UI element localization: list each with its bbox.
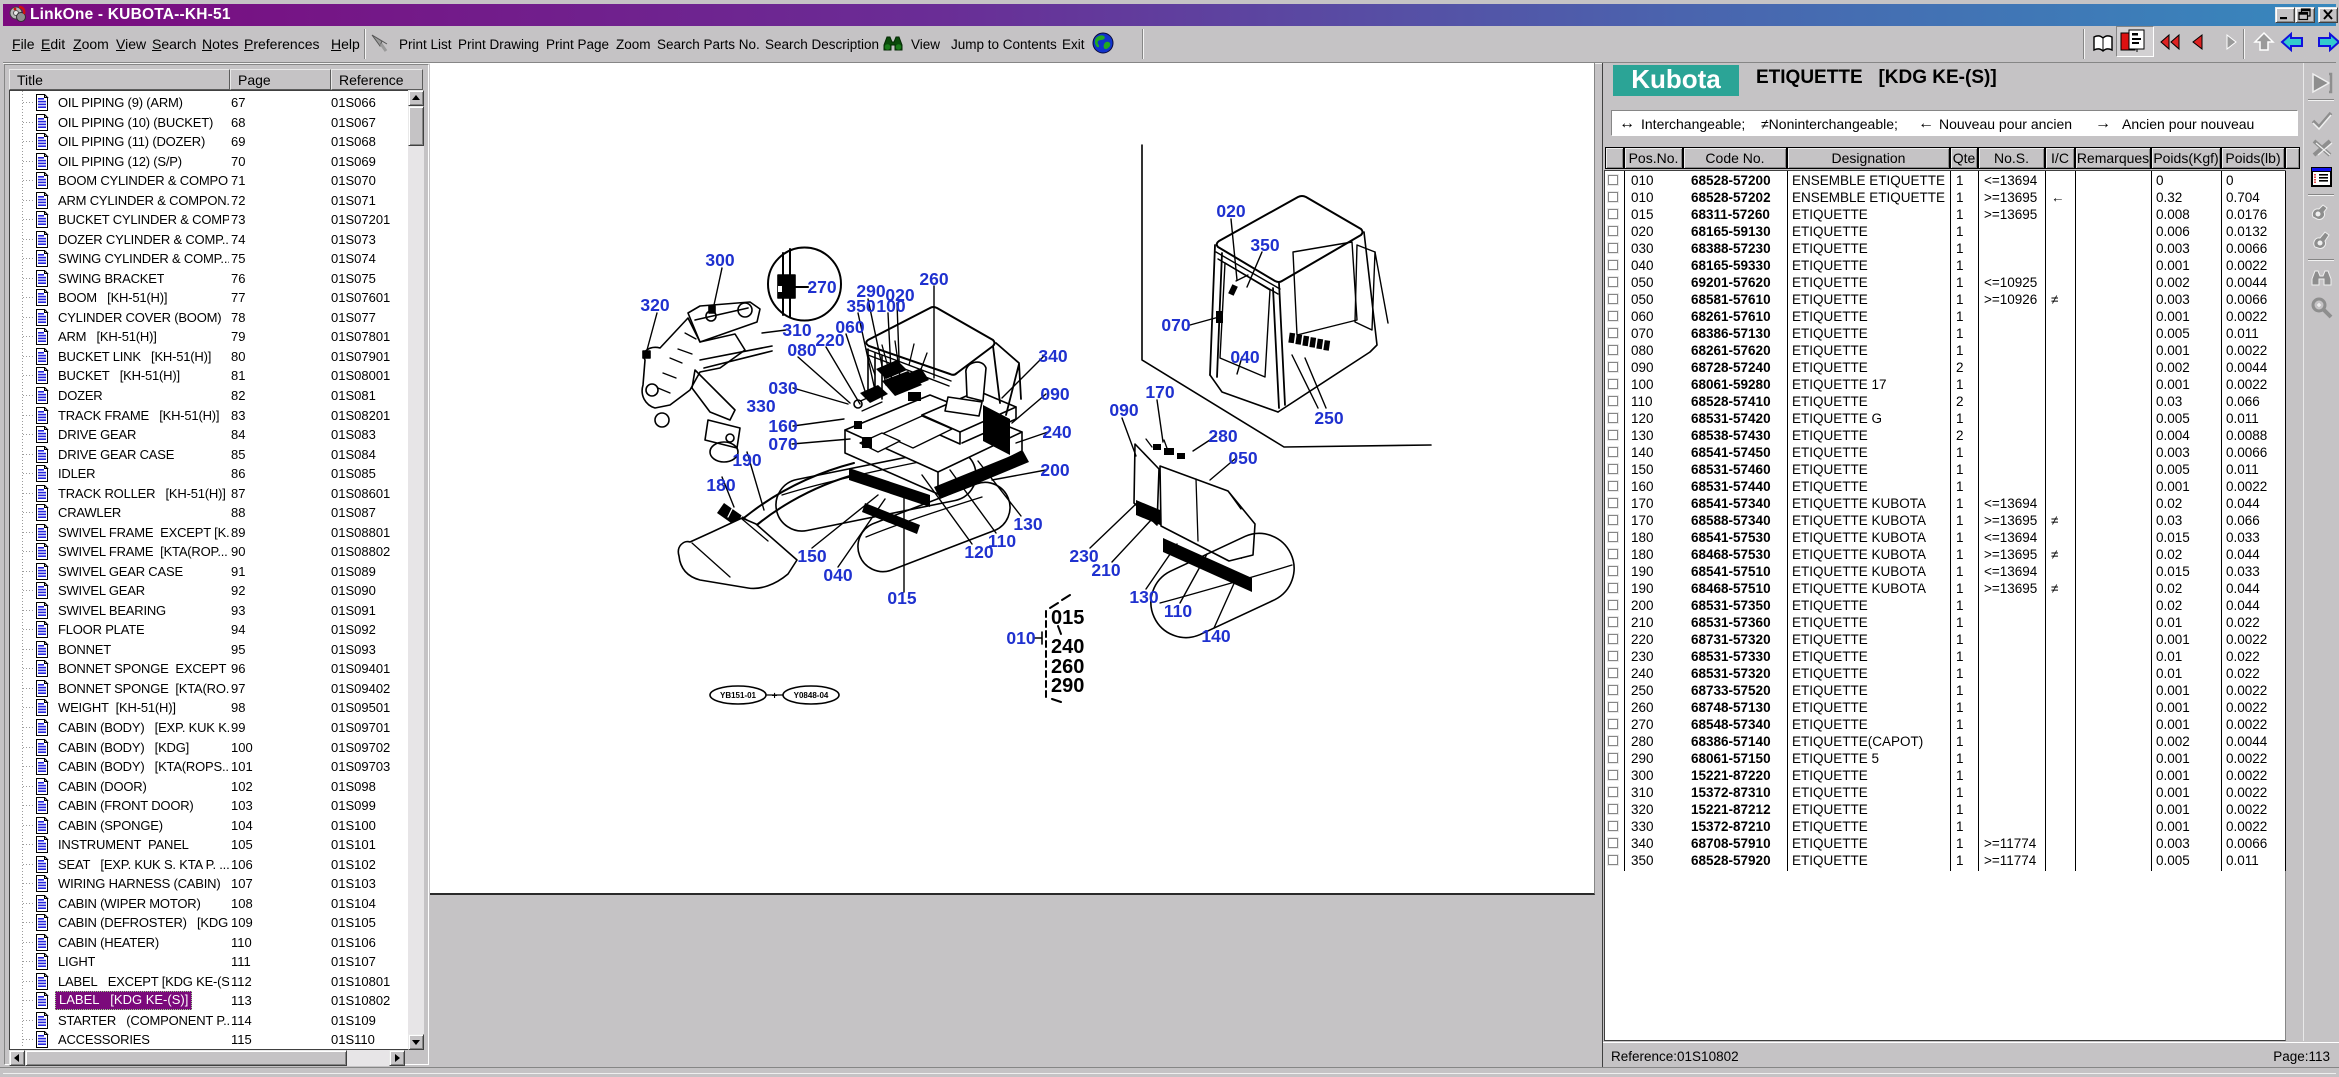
svg-text:320: 320: [640, 295, 669, 315]
svg-text:210: 210: [1091, 560, 1120, 580]
svg-text:350: 350: [1250, 235, 1279, 255]
svg-text:280: 280: [1208, 426, 1237, 446]
svg-text:260: 260: [919, 269, 948, 289]
svg-text:120: 120: [964, 542, 993, 562]
svg-text:220: 220: [815, 330, 844, 350]
svg-text:110: 110: [988, 531, 1016, 551]
svg-text:230: 230: [1069, 546, 1098, 566]
svg-text:240: 240: [1042, 422, 1071, 442]
svg-text:310: 310: [782, 320, 811, 340]
svg-text:070: 070: [768, 434, 797, 454]
svg-text:150: 150: [797, 546, 826, 566]
svg-text:030: 030: [768, 378, 797, 398]
svg-text:010: 010: [1006, 628, 1035, 648]
svg-text:110: 110: [1164, 601, 1192, 621]
svg-text:130: 130: [1129, 587, 1158, 607]
svg-text:015: 015: [1051, 607, 1084, 629]
svg-text:090: 090: [1109, 400, 1138, 420]
svg-text:190: 190: [732, 450, 761, 470]
svg-text:+: +: [772, 691, 778, 702]
svg-text:180: 180: [706, 475, 735, 495]
svg-text:040: 040: [1230, 347, 1259, 367]
svg-text:140: 140: [1201, 626, 1230, 646]
svg-text:070: 070: [1161, 315, 1190, 335]
svg-text:240: 240: [1051, 636, 1084, 658]
svg-text:100: 100: [876, 296, 905, 316]
svg-text:300: 300: [705, 250, 734, 270]
svg-text:290: 290: [856, 281, 885, 301]
svg-text:330: 330: [746, 396, 775, 416]
svg-text:060: 060: [835, 317, 864, 337]
svg-text:290: 290: [1051, 675, 1084, 697]
svg-text:250: 250: [1314, 408, 1343, 428]
svg-text:350: 350: [846, 296, 875, 316]
svg-text:090: 090: [1040, 384, 1069, 404]
svg-text:Y0848-04: Y0848-04: [794, 691, 829, 700]
svg-text:160: 160: [768, 416, 797, 436]
svg-text:170: 170: [1145, 382, 1174, 402]
svg-text:080: 080: [787, 340, 816, 360]
svg-text:040: 040: [823, 565, 852, 585]
svg-text:270: 270: [807, 277, 836, 297]
svg-text:020: 020: [885, 285, 914, 305]
svg-text:340: 340: [1038, 346, 1067, 366]
svg-text:020: 020: [1216, 201, 1245, 221]
svg-text:260: 260: [1051, 656, 1084, 678]
svg-text:200: 200: [1040, 460, 1069, 480]
svg-text:YB151-01: YB151-01: [720, 691, 757, 700]
svg-text:050: 050: [1228, 448, 1257, 468]
svg-text:015: 015: [887, 588, 916, 608]
svg-text:130: 130: [1013, 514, 1042, 534]
